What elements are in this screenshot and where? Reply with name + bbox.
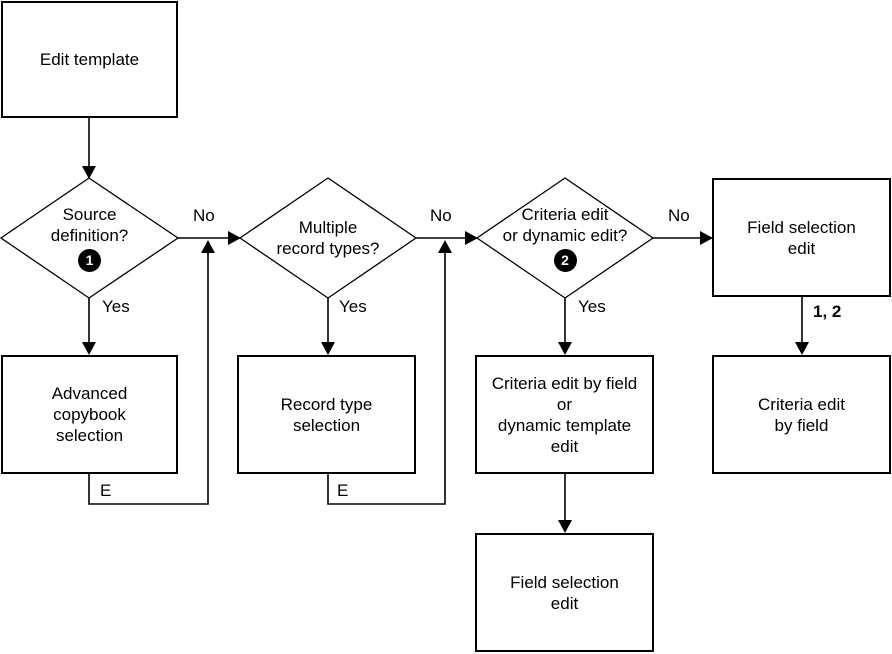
edge-label-yes-1: Yes (102, 297, 130, 316)
node-record-type-selection: Record type selection (237, 355, 416, 474)
arrowhead-no-2 (465, 231, 478, 245)
edge-label-yes-3: Yes (578, 297, 606, 316)
edge-label-e-1: E (100, 481, 112, 500)
arrowhead-no-3 (700, 231, 713, 245)
decision-source-definition (0, 177, 180, 299)
decision-criteria-or-dynamic (475, 177, 655, 299)
edge-label-yes-2: Yes (339, 297, 367, 316)
node-edit-template: Edit template (1, 1, 178, 118)
e-loop-1-line (88, 250, 209, 505)
node-field-selection-edit-bottom: Field selection edit (475, 533, 654, 652)
arrowhead-criteria-to-field-bottom (558, 520, 572, 533)
node-criteria-edit-by-field-or-dynamic: Criteria edit by field or dynamic templa… (475, 355, 654, 474)
arrowhead-e-loop-2 (438, 240, 452, 253)
node-criteria-edit-by-field: Criteria edit by field (712, 355, 891, 474)
arrowhead-e-loop-1 (201, 240, 215, 253)
arrowhead-yes-1 (82, 342, 96, 355)
edge-label-e-2: E (337, 481, 349, 500)
arrowhead-field-top-to-criteria (795, 342, 809, 355)
edge-label-no-3: No (668, 206, 690, 225)
arrowhead-no-1 (228, 231, 241, 245)
node-field-selection-edit-top: Field selection edit (712, 178, 891, 297)
arrowhead-yes-3 (558, 342, 572, 355)
edge-label-no-1: No (193, 206, 215, 225)
arrowhead-yes-2 (321, 342, 335, 355)
e-loop-2-line (327, 250, 446, 505)
node-advanced-copybook-selection: Advanced copybook selection (1, 355, 178, 474)
decision-multiple-record-types (238, 177, 418, 299)
node-edit-template-label: Edit template (39, 50, 140, 69)
edge-label-1-2: 1, 2 (813, 302, 842, 321)
arrowhead-start (82, 166, 96, 179)
edge-label-no-2: No (430, 206, 452, 225)
